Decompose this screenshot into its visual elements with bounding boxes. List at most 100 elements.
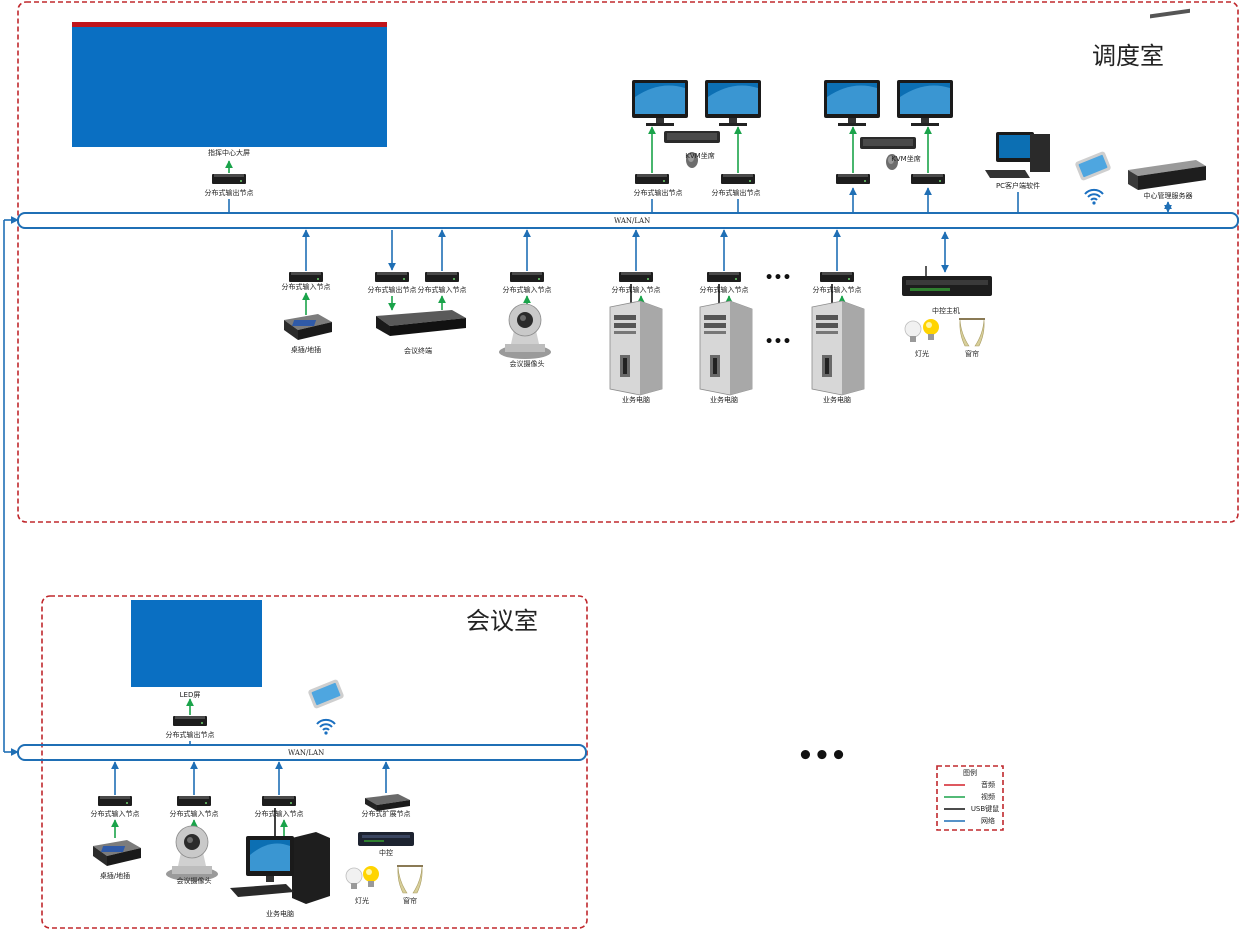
network-node-icon bbox=[619, 272, 653, 282]
kvm-seat-1-label: KVM坐席 bbox=[685, 151, 714, 160]
bulb-icon bbox=[345, 867, 363, 890]
server-icon bbox=[1128, 8, 1206, 190]
dispatch-bus-label: WAN/LAN bbox=[614, 217, 650, 225]
dispatch-pc2-label: 业务电脑 bbox=[710, 395, 738, 404]
ellipsis-nodes: ••• bbox=[765, 270, 792, 286]
tower-pc-icon bbox=[699, 300, 753, 396]
led-screen-label: LED屏 bbox=[180, 691, 201, 699]
dispatch-room-title: 调度室 bbox=[1092, 42, 1164, 70]
led-screen bbox=[131, 600, 262, 687]
legend-label-audio: 音频 bbox=[981, 780, 995, 789]
tablet-icon bbox=[307, 678, 345, 710]
meeting-curtain-label: 窗帘 bbox=[403, 896, 417, 905]
network-node-icon bbox=[212, 174, 246, 184]
meeting-screen-node-label: 分布式输出节点 bbox=[166, 730, 215, 739]
network-node-icon bbox=[262, 796, 296, 806]
meeting-room-title: 会议室 bbox=[466, 607, 538, 635]
dispatch-room-zone bbox=[17, 1, 1239, 523]
network-node-icon bbox=[289, 272, 323, 282]
server-label: 中心管理服务器 bbox=[1144, 191, 1193, 200]
network-node-icon bbox=[177, 796, 211, 806]
tablet-icon bbox=[1074, 150, 1112, 182]
pc-client-icon bbox=[985, 132, 1050, 178]
meeting-desk-box-label: 桌插/地插 bbox=[100, 871, 130, 880]
network-node-icon bbox=[173, 716, 207, 726]
monitor-icon bbox=[705, 80, 761, 126]
dispatch-conf-terminal-label: 会议终端 bbox=[404, 346, 432, 355]
command-screen-label: 指挥中心大屏 bbox=[208, 148, 250, 157]
keyboard-icon bbox=[860, 137, 916, 149]
control-host-icon bbox=[902, 266, 992, 296]
network-node-icon bbox=[721, 174, 755, 184]
meeting-camera-label: 会议摄像头 bbox=[177, 876, 212, 885]
network-node-icon bbox=[911, 174, 945, 184]
tower-pc-icon bbox=[609, 300, 663, 396]
legend: 图例 音频 视频 USB键鼠 网络 bbox=[936, 765, 1004, 831]
network-node-icon bbox=[510, 272, 544, 282]
screen-title-bar bbox=[72, 22, 387, 27]
kvm-output-2-label: 分布式输出节点 bbox=[712, 188, 761, 197]
dispatch-light-label: 灯光 bbox=[915, 349, 929, 358]
meeting-room-zone bbox=[41, 595, 588, 929]
meeting-node-in-3-label: 分布式输入节点 bbox=[255, 809, 304, 818]
wifi-icon bbox=[1084, 188, 1104, 206]
network-node-icon bbox=[707, 272, 741, 282]
legend-label-usb: USB键鼠 bbox=[971, 804, 999, 813]
dispatch-pc3-label: 业务电脑 bbox=[823, 395, 851, 404]
dispatch-node-in-pc3-label: 分布式输入节点 bbox=[813, 285, 862, 294]
command-center-screen bbox=[72, 22, 387, 147]
dispatch-node-in-2-label: 分布式输入节点 bbox=[418, 285, 467, 294]
curtain-icon bbox=[396, 864, 424, 894]
legend-label-network: 网络 bbox=[981, 816, 995, 825]
monitor-icon bbox=[897, 80, 953, 126]
dispatch-node-in-pc1-label: 分布式输入节点 bbox=[612, 285, 661, 294]
monitor-icon bbox=[824, 80, 880, 126]
network-node-icon bbox=[836, 174, 870, 184]
curtain-icon bbox=[958, 317, 986, 347]
ellipsis-pcs: ••• bbox=[765, 334, 792, 350]
dispatch-camera-label: 会议摄像头 bbox=[510, 359, 545, 368]
network-node-icon bbox=[375, 272, 409, 282]
conference-terminal-icon bbox=[376, 310, 466, 336]
pc-client-label: PC客户端软件 bbox=[996, 181, 1040, 190]
meeting-node-in-2-label: 分布式输入节点 bbox=[170, 809, 219, 818]
dispatch-control-host-label: 中控主机 bbox=[932, 306, 960, 315]
camera-icon bbox=[498, 303, 552, 360]
tower-pc-icon bbox=[811, 300, 865, 396]
screen-node-label: 分布式输出节点 bbox=[205, 188, 254, 197]
bulb-icon bbox=[904, 320, 922, 343]
bulb-icon bbox=[363, 866, 379, 887]
network-node-icon bbox=[635, 174, 669, 184]
camera-icon bbox=[165, 825, 219, 882]
wifi-icon bbox=[316, 718, 336, 736]
meeting-bus-label: WAN/LAN bbox=[288, 749, 324, 757]
legend-title: 图例 bbox=[963, 768, 977, 777]
bulb-icon bbox=[923, 319, 939, 340]
control-icon bbox=[358, 832, 414, 846]
dispatch-node-in-1-label: 分布式输入节点 bbox=[282, 282, 331, 291]
dispatch-node-out-conf-label: 分布式输出节点 bbox=[368, 285, 417, 294]
dispatch-curtain-label: 窗帘 bbox=[965, 349, 979, 358]
legend-label-video: 视频 bbox=[981, 792, 995, 801]
dispatch-desk-box-label: 桌插/地插 bbox=[291, 345, 321, 354]
meeting-pc-icon bbox=[230, 832, 330, 904]
meeting-light-label: 灯光 bbox=[355, 896, 369, 905]
dispatch-pc1-label: 业务电脑 bbox=[622, 395, 650, 404]
keyboard-icon bbox=[664, 131, 720, 143]
meeting-pc-label: 业务电脑 bbox=[266, 909, 294, 918]
network-node-icon bbox=[425, 272, 459, 282]
kvm-output-1-label: 分布式输出节点 bbox=[634, 188, 683, 197]
meeting-node-in-1-label: 分布式输入节点 bbox=[91, 809, 140, 818]
network-node-icon bbox=[820, 272, 854, 282]
more-sites-ellipsis: ••• bbox=[797, 741, 847, 771]
dispatch-node-in-3-label: 分布式输入节点 bbox=[503, 285, 552, 294]
meeting-extend-node-label: 分布式扩展节点 bbox=[362, 809, 411, 818]
extend-node-icon bbox=[365, 794, 410, 811]
monitor-icon bbox=[632, 80, 688, 126]
dispatch-node-in-pc2-label: 分布式输入节点 bbox=[700, 285, 749, 294]
desk-box-icon bbox=[93, 840, 141, 866]
desk-box-icon bbox=[284, 314, 332, 340]
meeting-control-label: 中控 bbox=[379, 848, 393, 857]
network-node-icon bbox=[98, 796, 132, 806]
